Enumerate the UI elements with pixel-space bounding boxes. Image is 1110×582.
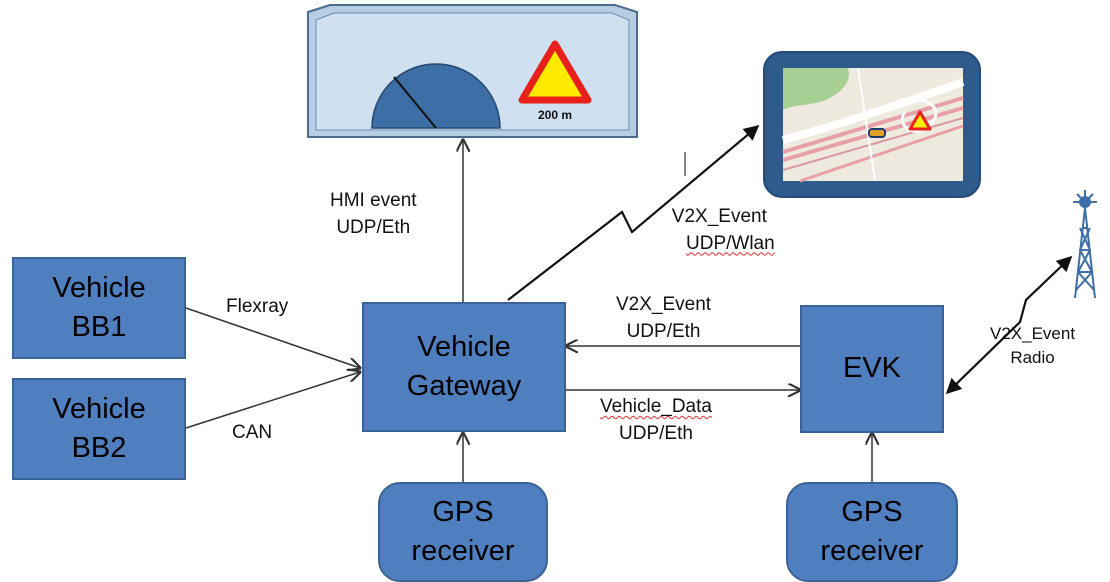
v2x-radio-line1: V2X_Event	[990, 324, 1076, 343]
hmi-distance-readout: 200 m	[538, 108, 573, 122]
vehicle-bb1-line2: BB1	[71, 311, 127, 343]
vehicle-data-label: Vehicle_Data UDP/Eth	[600, 394, 712, 447]
vehicle-data-name: Vehicle_Data	[600, 396, 712, 417]
speedometer-gauge-icon	[371, 63, 501, 129]
evk-label: EVK	[842, 352, 902, 385]
vehicle-gateway-line1: Vehicle	[417, 330, 511, 363]
gps-left-line1: GPS	[432, 495, 494, 528]
evk-box: EVK	[800, 305, 944, 433]
vehicle-data-line2: UDP/Eth	[619, 422, 693, 444]
warning-triangle-icon	[908, 110, 932, 131]
flexray-label: Flexray	[226, 296, 289, 317]
gps-right-line1: GPS	[841, 495, 903, 528]
v2x-wlan-line2: UDP/Wlan	[664, 231, 775, 258]
vehicle-bb2-box: Vehicle BB2	[12, 378, 186, 480]
vehicle-gateway-box: Vehicle Gateway	[362, 302, 566, 432]
vehicle-marker-icon	[868, 128, 886, 138]
vehicle-gateway-line2: Gateway	[406, 370, 522, 402]
navigation-map-display	[763, 51, 981, 198]
gps-right-line2: receiver	[820, 535, 924, 567]
warning-triangle-icon	[518, 40, 592, 104]
gps-receiver-right-box: GPS receiver	[786, 482, 958, 582]
vehicle-bb1-box: Vehicle BB1	[12, 257, 186, 359]
gps-receiver-left-box: GPS receiver	[378, 482, 548, 582]
v2x-eth-line1: V2X_Event	[616, 294, 712, 315]
hmi-event-line2: UDP/Eth	[336, 216, 411, 238]
v2x-wlan-line1: V2X_Event	[671, 206, 767, 227]
v2x-wlan-label: V2X_Event UDP/Wlan	[664, 204, 775, 257]
vehicle-bb2-line1: Vehicle	[52, 392, 146, 425]
v2x-eth-label: V2X_Event UDP/Eth	[616, 292, 711, 345]
can-label: CAN	[232, 422, 273, 443]
hmi-dashboard-display	[307, 4, 638, 138]
gps-left-line2: receiver	[411, 535, 515, 567]
v2x-eth-line2: UDP/Eth	[626, 320, 701, 342]
radio-tower-icon	[1073, 190, 1097, 299]
hmi-event-line1: HMI event	[330, 190, 417, 211]
v2x-radio-line2: Radio	[1010, 347, 1055, 367]
v2x-wlan-protocol: UDP/Wlan	[686, 232, 775, 254]
hmi-event-label: HMI event UDP/Eth	[330, 188, 417, 241]
vehicle-bb1-line1: Vehicle	[52, 271, 146, 304]
vehicle-bb2-line2: BB2	[71, 432, 127, 464]
v2x-radio-label: V2X_Event Radio	[990, 322, 1075, 370]
vehicle-data-line1: Vehicle_Data	[600, 394, 712, 421]
